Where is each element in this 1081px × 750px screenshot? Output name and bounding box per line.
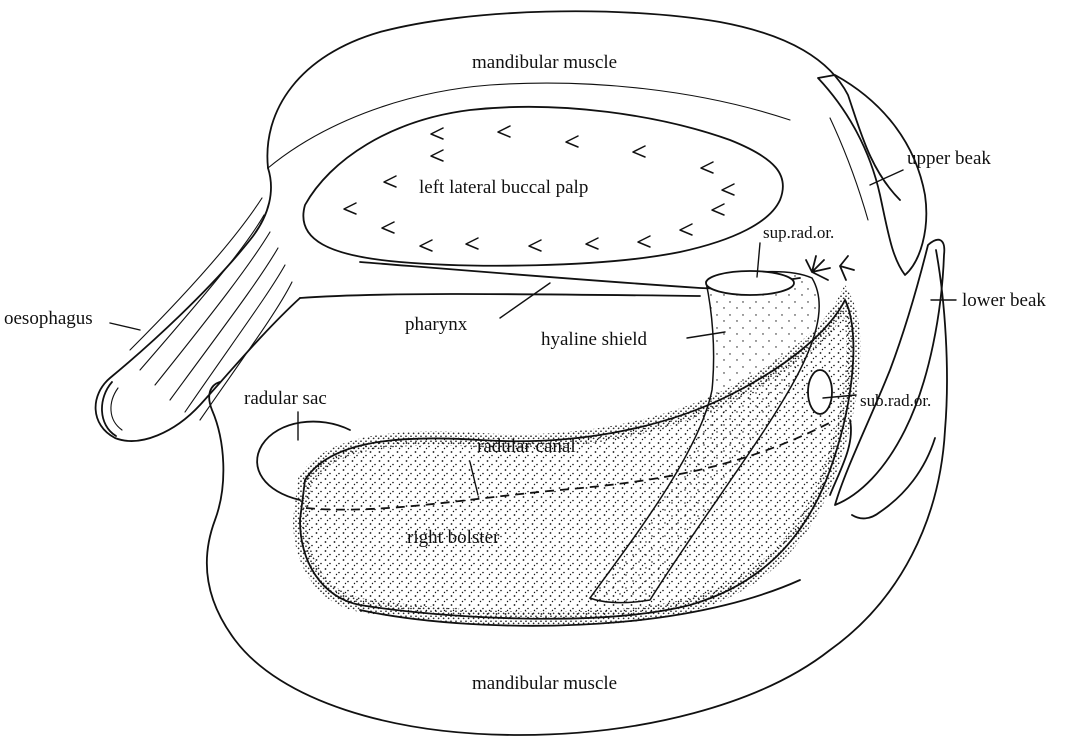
- label-sub-rad-or: sub.rad.or.: [860, 391, 931, 410]
- label-hyaline-shield: hyaline shield: [541, 329, 648, 350]
- label-pharynx: pharynx: [405, 314, 468, 335]
- label-oesophagus: oesophagus: [4, 308, 93, 329]
- pharynx-leader: [500, 283, 550, 318]
- label-left-lateral-buccal-palp: left lateral buccal palp: [419, 177, 588, 198]
- sup-rad-or-ellipse: [706, 271, 794, 295]
- label-sup-rad-or: sup.rad.or.: [763, 223, 834, 242]
- oesophagus-leader: [110, 323, 140, 330]
- upper-beak: [818, 75, 926, 275]
- label-right-bolster: right bolster: [407, 527, 500, 548]
- label-radular-sac: radular sac: [244, 388, 327, 409]
- label-radular-canal: radular canal: [477, 436, 576, 457]
- sub-rad-or-ellipse: [808, 370, 832, 414]
- label-mandibular-muscle-top: mandibular muscle: [472, 52, 617, 73]
- radula-teeth: [806, 256, 854, 280]
- label-lower-beak: lower beak: [962, 290, 1046, 311]
- label-upper-beak: upper beak: [907, 148, 991, 169]
- label-mandibular-muscle-bottom: mandibular muscle: [472, 673, 617, 694]
